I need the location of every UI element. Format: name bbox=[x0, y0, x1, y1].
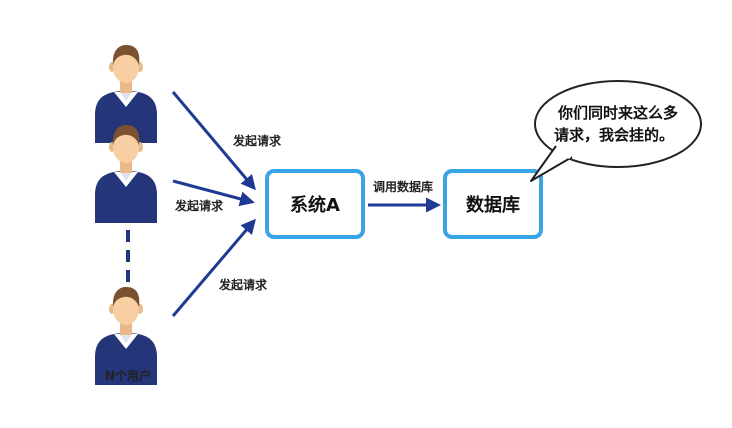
speech-bubble-line1: 你们同时来这么多 bbox=[557, 104, 678, 122]
speech-bubble: 你们同时来这么多 请求，我会挂的。 bbox=[530, 80, 702, 182]
request-arrow-middle bbox=[172, 179, 255, 207]
request-arrow-bottom bbox=[171, 218, 256, 317]
users-label: N个用户 bbox=[105, 368, 151, 383]
system-a-box bbox=[265, 169, 365, 239]
database-label: 数据库 bbox=[466, 194, 520, 216]
request-label-top: 发起请求 bbox=[232, 133, 282, 148]
system-a-label: 系统A bbox=[290, 194, 340, 216]
request-arrow-top bbox=[171, 91, 256, 191]
call-database-label: 调用数据库 bbox=[373, 179, 433, 194]
request-label-bottom: 发起请求 bbox=[218, 277, 268, 292]
database-box bbox=[443, 169, 543, 239]
speech-bubble-line2: 请求，我会挂的。 bbox=[554, 126, 674, 144]
request-label-middle: 发起请求 bbox=[174, 198, 224, 213]
